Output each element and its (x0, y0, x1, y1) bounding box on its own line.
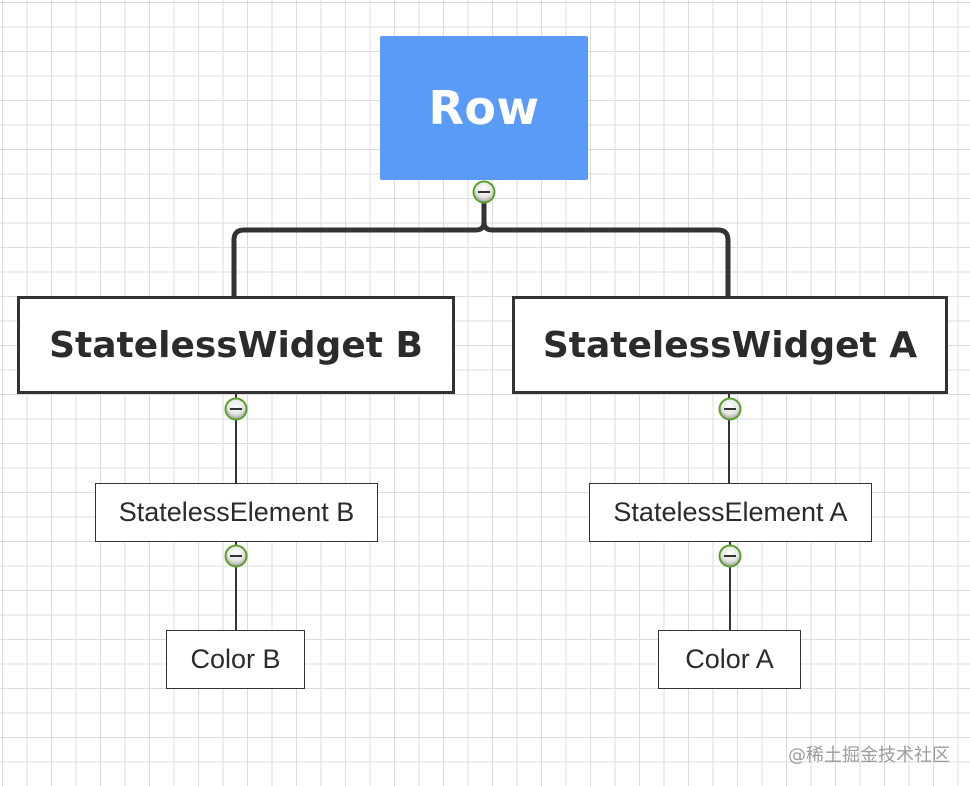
minus-circle-icon (224, 544, 248, 568)
collapse-toggle-widget-b[interactable] (224, 397, 248, 421)
node-row[interactable]: Row (380, 36, 588, 180)
collapse-toggle-widget-a[interactable] (718, 397, 742, 421)
minus-circle-icon (472, 180, 496, 204)
minus-circle-icon (718, 397, 742, 421)
node-color-b[interactable]: Color B (166, 630, 305, 689)
minus-circle-icon (224, 397, 248, 421)
node-stateless-widget-b[interactable]: StatelessWidget B (17, 296, 455, 394)
watermark: @稀土掘金技术社区 (788, 745, 950, 766)
connector-row-to-widget-b (231, 189, 487, 299)
node-color-a[interactable]: Color A (658, 630, 801, 689)
collapse-toggle-row[interactable] (472, 180, 496, 204)
node-stateless-widget-a[interactable]: StatelessWidget A (512, 296, 948, 394)
minus-circle-icon (718, 544, 742, 568)
collapse-toggle-element-a[interactable] (718, 544, 742, 568)
collapse-toggle-element-b[interactable] (224, 544, 248, 568)
node-stateless-element-a[interactable]: StatelessElement A (589, 483, 872, 542)
connector-row-to-widget-a (481, 219, 731, 299)
node-stateless-element-b[interactable]: StatelessElement B (95, 483, 378, 542)
